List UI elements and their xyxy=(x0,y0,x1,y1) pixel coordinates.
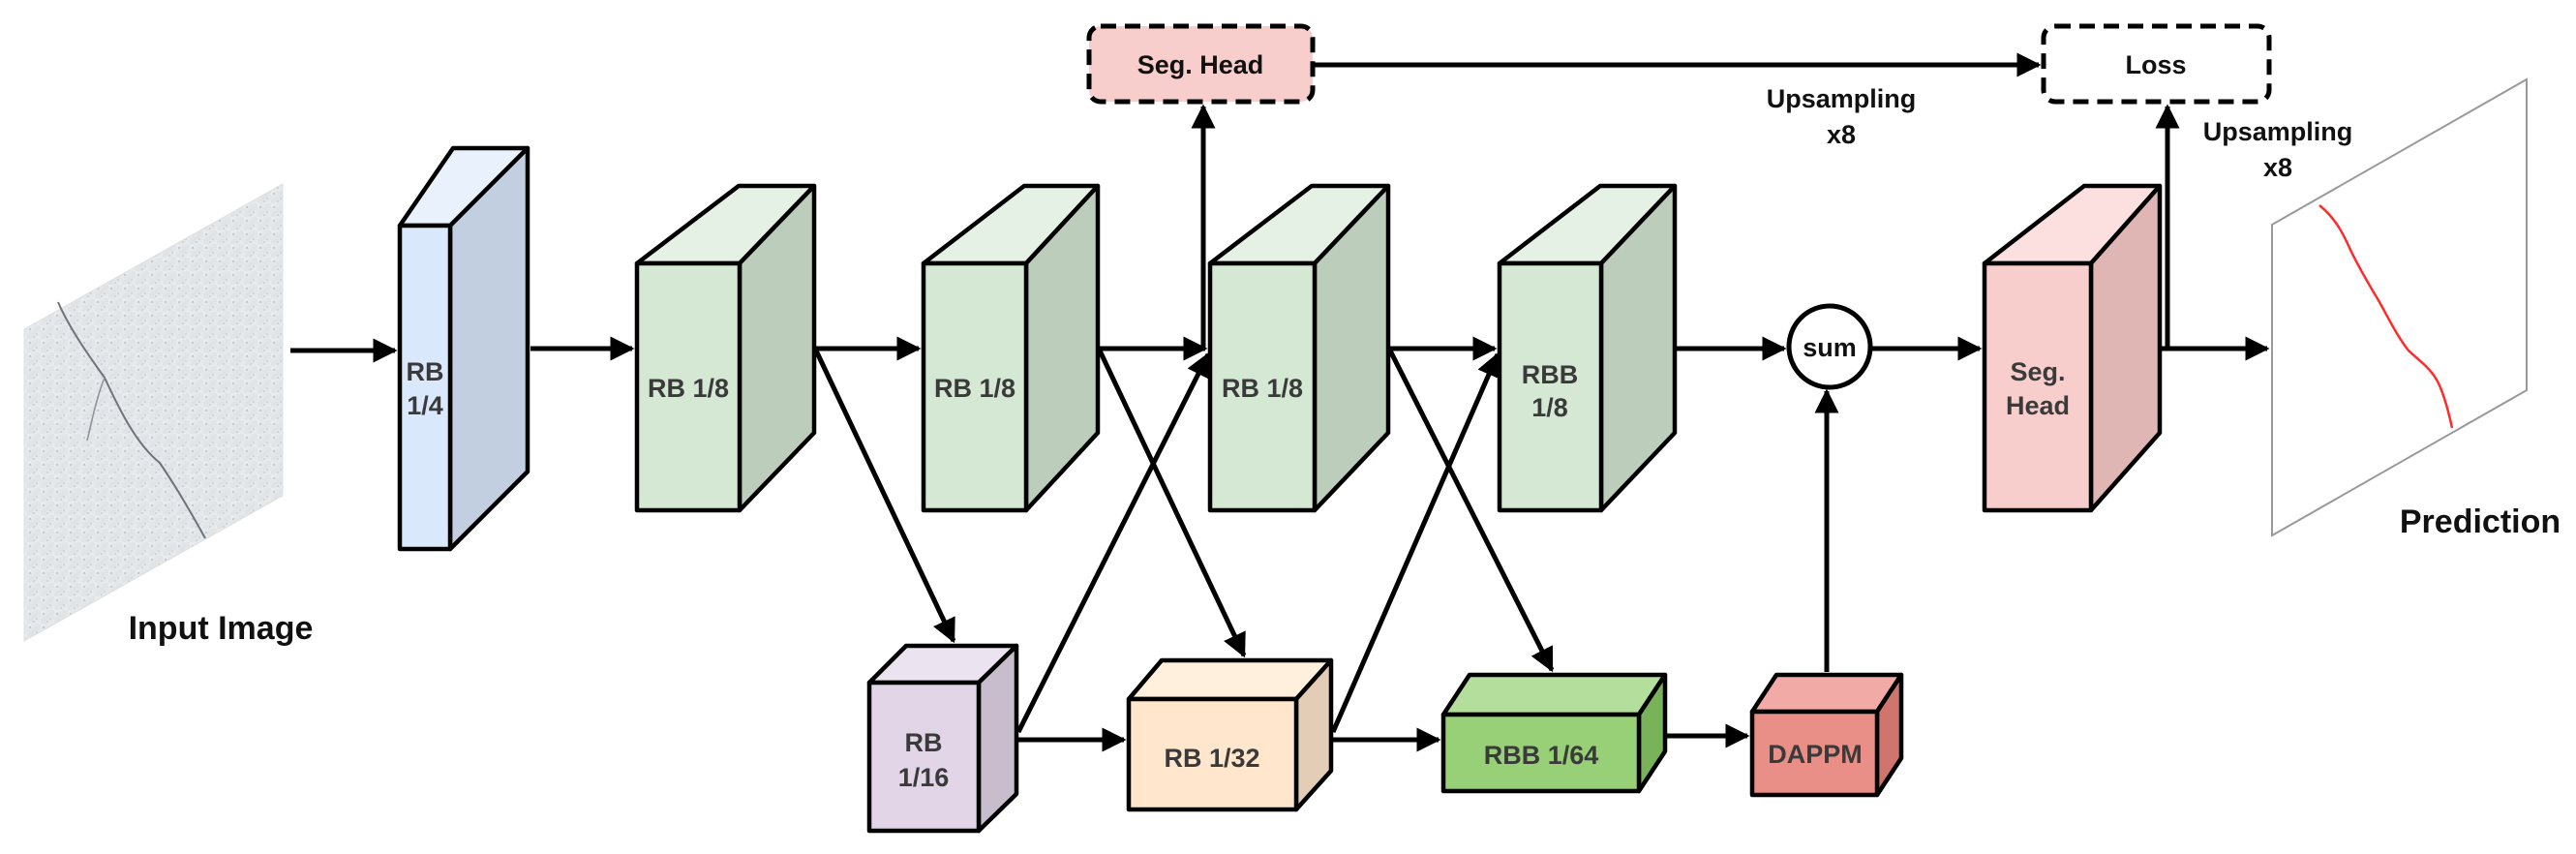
rb-1-8-c-label: RB 1/8 xyxy=(1222,374,1303,403)
rbb-1-64-block: RBB 1/64 xyxy=(1440,672,1668,794)
rbb-1-8-label-line1: RBB xyxy=(1522,360,1579,389)
input-image-caption: Input Image xyxy=(129,610,314,647)
seg-head-main-label-line1: Seg. xyxy=(2010,357,2065,386)
rbb-1-8-label-line2: 1/8 xyxy=(1531,393,1568,422)
edges xyxy=(290,52,2270,752)
edge-rb18b-to-rb132 xyxy=(1097,349,1247,658)
rb-1-16-label-line1: RB xyxy=(905,728,943,757)
rb-1-8-block-a: RB 1/8 xyxy=(634,183,817,513)
edge-rb116-to-rb18c xyxy=(1015,351,1211,734)
rb-1-4-label-line1: RB xyxy=(407,357,444,386)
loss-label: Loss xyxy=(2125,50,2186,79)
rb-1-16-block: RB 1/16 xyxy=(866,643,1019,834)
rb-1-4-label-line2: 1/4 xyxy=(407,391,443,420)
edge-rb18a-to-rb116 xyxy=(813,349,956,644)
upsampling-2-line1: Upsampling xyxy=(2203,117,2353,146)
seg-head-main-label-line2: Head xyxy=(2006,391,2070,420)
seg-head-main-block: Seg. Head xyxy=(1982,183,2163,513)
rb-1-8-a-label: RB 1/8 xyxy=(648,374,729,403)
upsampling-1-line1: Upsampling xyxy=(1767,84,1917,113)
upsampling-1-line2: x8 xyxy=(1827,120,1856,149)
rb-1-16-label-line2: 1/16 xyxy=(898,763,950,792)
dappm-label: DAPPM xyxy=(1768,740,1863,769)
edge-rb18c-to-rbb164 xyxy=(1387,349,1555,673)
prediction-caption: Prediction xyxy=(2400,503,2561,540)
rb-1-32-block: RB 1/32 xyxy=(1126,657,1334,812)
prediction-image xyxy=(2271,77,2528,537)
input-image xyxy=(23,183,284,642)
rb-1-4-block: RB 1/4 xyxy=(397,145,530,552)
sum-node: sum xyxy=(1786,303,1873,390)
rb-1-8-block-b: RB 1/8 xyxy=(921,183,1101,513)
crack-prediction-line xyxy=(2318,204,2454,429)
rb-1-8-block-c: RB 1/8 xyxy=(1207,183,1391,513)
loss-box: Loss xyxy=(2041,23,2272,105)
rbb-1-8-block: RBB 1/8 xyxy=(1497,183,1678,513)
seg-head-aux-label: Seg. Head xyxy=(1137,50,1264,79)
edge-rb132-to-rbb18 xyxy=(1330,351,1500,733)
rb-1-32-label: RB 1/32 xyxy=(1164,744,1259,773)
sum-label: sum xyxy=(1803,333,1857,362)
upsampling-2-line2: x8 xyxy=(2263,153,2292,182)
rb-1-8-b-label: RB 1/8 xyxy=(934,374,1015,403)
seg-head-aux-box: Seg. Head xyxy=(1086,23,1316,105)
rbb-1-64-label: RBB 1/64 xyxy=(1484,741,1599,770)
dappm-block: DAPPM xyxy=(1749,672,1904,798)
